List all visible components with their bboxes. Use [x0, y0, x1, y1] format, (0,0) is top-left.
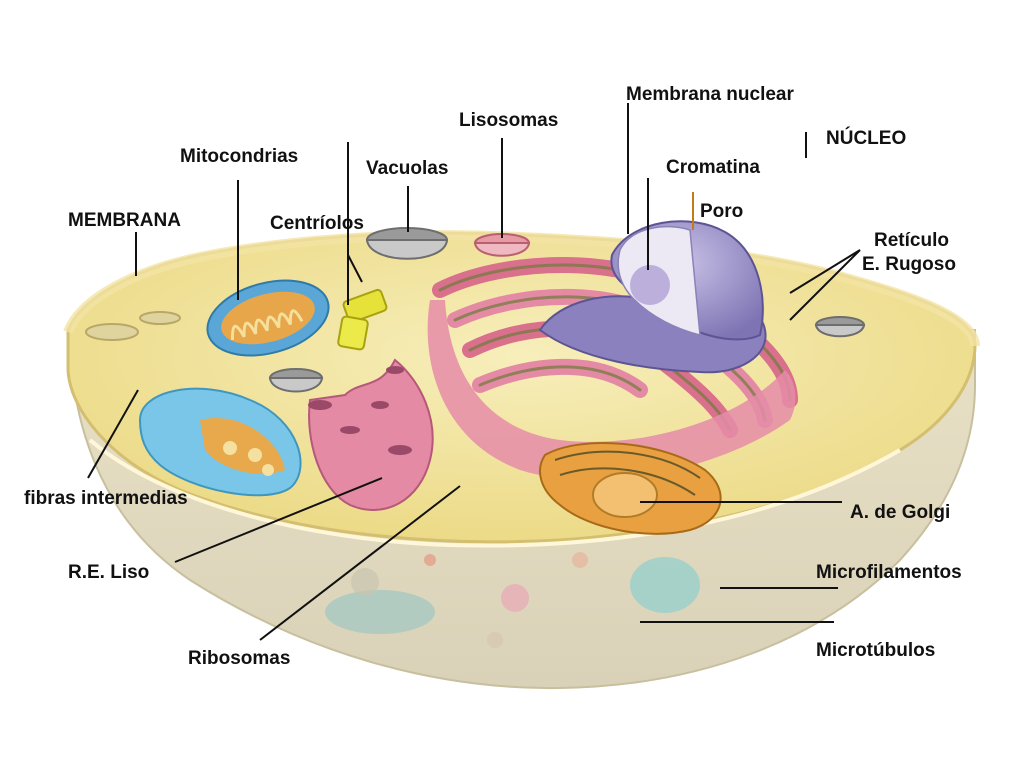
label-mitocondrias: Mitocondrias: [180, 146, 299, 167]
label-poro: Poro: [700, 201, 744, 222]
golgi-apparatus: [539, 442, 722, 535]
mitochondrion-bottom: [138, 387, 302, 497]
label-e-rugoso: E. Rugoso: [862, 254, 956, 275]
label-microfilamentos: Microfilamentos: [816, 562, 962, 583]
label-reticulo: Retículo: [874, 230, 949, 251]
lysosome: [473, 233, 531, 257]
nucleus: [538, 220, 767, 374]
label-vacuolas: Vacuolas: [366, 158, 449, 179]
label-ribosomas: Ribosomas: [188, 648, 291, 669]
label-microtubulos: Microtúbulos: [816, 640, 936, 661]
label-cromatina: Cromatina: [666, 157, 760, 178]
label-fibras-intermedias: fibras intermedias: [24, 488, 188, 509]
smooth-er: [308, 358, 434, 511]
leader-lines: [87, 103, 861, 641]
label-lisosomas: Lisosomas: [459, 110, 559, 131]
label-membrana-nuclear: Membrana nuclear: [626, 84, 794, 105]
vacuoles: [85, 227, 866, 393]
label-nucleo: NÚCLEO: [826, 128, 907, 149]
label-re-liso: R.E. Liso: [68, 562, 150, 583]
label-membrana: MEMBRANA: [68, 210, 181, 231]
label-golgi: A. de Golgi: [850, 502, 951, 523]
centrioles: [337, 288, 388, 351]
label-centriolos: Centríolos: [270, 213, 364, 234]
